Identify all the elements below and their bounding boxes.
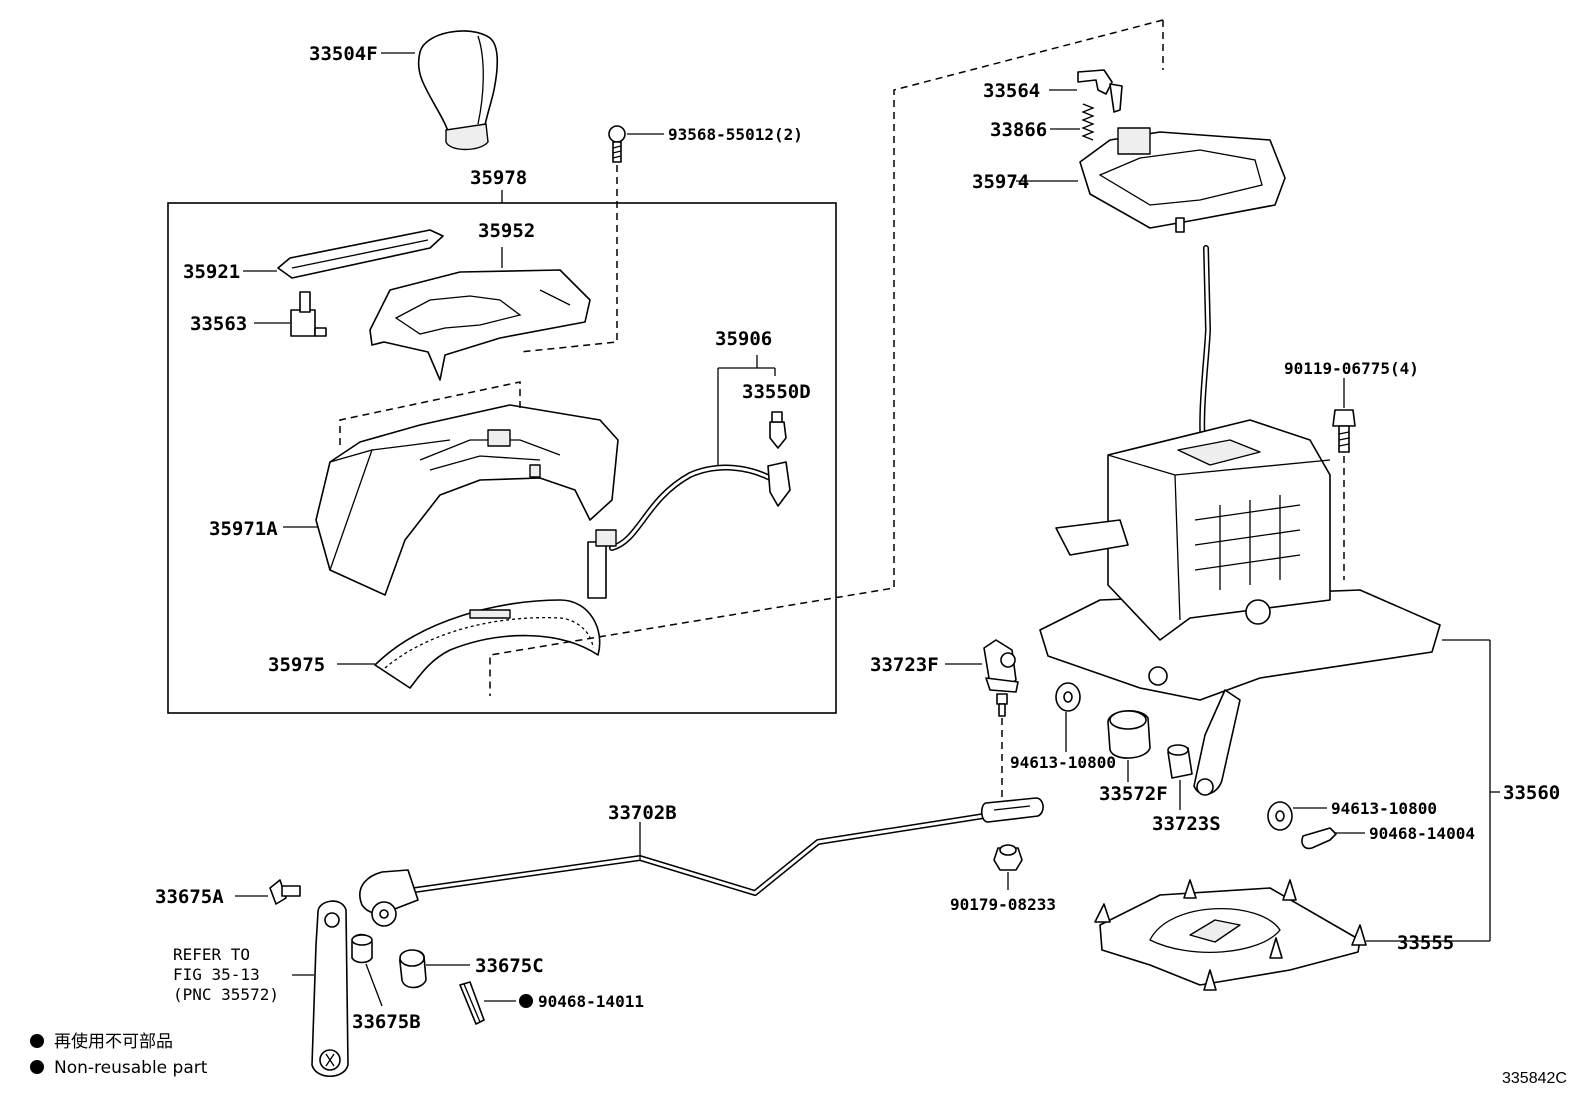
- bolt-90119: [1332, 409, 1356, 453]
- plate-35974: [1079, 127, 1286, 233]
- label-90119-06775: 90119-06775(4): [1284, 359, 1419, 378]
- label-90468-14011: 90468-14011: [538, 992, 644, 1011]
- legend-bullet-en: [30, 1060, 44, 1074]
- label-33564: 33564: [983, 80, 1040, 102]
- label-33563: 33563: [190, 313, 247, 335]
- label-35974: 35974: [972, 171, 1029, 193]
- rod-33702B: [359, 797, 1044, 927]
- housing-35971A: [315, 404, 619, 596]
- bulb-33550D: [769, 411, 787, 449]
- washer-94613-a: [1055, 682, 1081, 712]
- spring-33866: [1081, 103, 1095, 141]
- trim-35921: [277, 229, 444, 279]
- nut-90179: [993, 844, 1023, 871]
- plate-33555: [1094, 879, 1367, 991]
- non-reusable-marker: [519, 994, 533, 1008]
- label-94613-10800-a: 94613-10800: [1010, 753, 1116, 772]
- switch-33563: [290, 291, 327, 337]
- label-35975: 35975: [268, 654, 325, 676]
- label-94613-10800-b: 94613-10800: [1331, 799, 1437, 818]
- label-90468-14004: 90468-14004: [1369, 824, 1475, 843]
- cover-35975: [374, 599, 601, 689]
- legend-jp: 再使用不可部品: [54, 1031, 173, 1052]
- label-90179-08233: 90179-08233: [950, 895, 1056, 914]
- label-35952: 35952: [478, 220, 535, 242]
- label-35978: 35978: [470, 167, 527, 189]
- label-93568-55012: 93568-55012(2): [668, 125, 803, 144]
- washer-94613-b: [1267, 801, 1293, 831]
- label-33675A: 33675A: [155, 886, 224, 908]
- shift-knob-33504F: [417, 30, 499, 151]
- label-33675C: 33675C: [475, 955, 544, 977]
- reference-line-1: REFER TO: [173, 945, 250, 964]
- bracket-33723F: [983, 639, 1019, 693]
- bushing-33675C: [399, 949, 427, 989]
- bolt-33675A: [269, 879, 301, 905]
- bushing-33572F: [1107, 710, 1151, 759]
- label-33723S: 33723S: [1152, 813, 1221, 835]
- clip-90468-14011: [459, 981, 485, 1025]
- label-33675B: 33675B: [352, 1011, 421, 1033]
- clip-90468-14004: [1301, 827, 1337, 850]
- screw-93568: [608, 125, 626, 163]
- label-33723F: 33723F: [870, 654, 939, 676]
- clip-33564: [1077, 69, 1123, 113]
- sleeve-33675B: [351, 933, 373, 964]
- label-35906: 35906: [715, 328, 772, 350]
- label-33560: 33560: [1503, 782, 1560, 804]
- collar-33723S: [1167, 744, 1193, 779]
- label-35921: 35921: [183, 261, 240, 283]
- reference-line-3: (PNC 35572): [173, 985, 279, 1004]
- label-33504F: 33504F: [309, 43, 378, 65]
- screw-33723F: [996, 693, 1008, 717]
- diagram-code: 335842C: [1502, 1070, 1567, 1087]
- label-33572F: 33572F: [1099, 783, 1168, 805]
- label-33866: 33866: [990, 119, 1047, 141]
- legend-bullet-jp: [30, 1034, 44, 1048]
- reference-line-2: FIG 35-13: [173, 965, 260, 984]
- base-assembly-33560: [1039, 419, 1441, 796]
- label-33550D: 33550D: [742, 381, 811, 403]
- label-35971A: 35971A: [209, 518, 278, 540]
- lever-arm: [311, 900, 349, 1078]
- legend-en: Non-reusable part: [54, 1058, 208, 1078]
- label-33702B: 33702B: [608, 802, 677, 824]
- indicator-35952: [369, 269, 591, 381]
- harness-35906: [587, 461, 791, 599]
- label-33555: 33555: [1397, 932, 1454, 954]
